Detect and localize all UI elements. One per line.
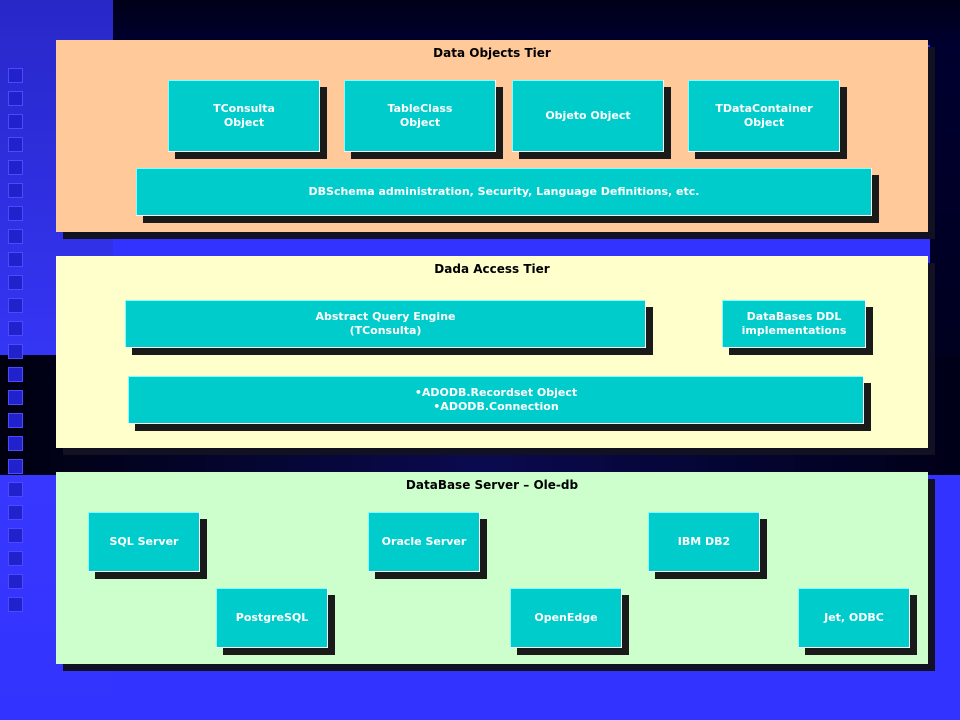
dbschema-admin-box: DBSchema administration, Security, Langu…	[136, 168, 872, 216]
data-access-tier: Dada Access Tier Abstract Query Engine (…	[56, 256, 928, 448]
objeto-object-box: Objeto Object	[512, 80, 664, 152]
ddl-implementations-box: DataBases DDL implementations	[722, 300, 866, 348]
tconsulta-object-box: TConsulta Object	[168, 80, 320, 152]
ibm-db2-box: IBM DB2	[648, 512, 760, 572]
database-server-tier: DataBase Server – Ole-db SQL Server Orac…	[56, 472, 928, 664]
tier-title: Data Objects Tier	[433, 46, 551, 60]
postgresql-box: PostgreSQL	[216, 588, 328, 648]
adodb-box: •ADODB.Recordset Object •ADODB.Connectio…	[128, 376, 864, 424]
tdatacontainer-object-box: TDataContainer Object	[688, 80, 840, 152]
data-objects-tier: Data Objects Tier TConsulta Object Table…	[56, 40, 928, 232]
oracle-server-box: Oracle Server	[368, 512, 480, 572]
jet-odbc-box: Jet, ODBC	[798, 588, 910, 648]
openedge-box: OpenEdge	[510, 588, 622, 648]
tier-title: DataBase Server – Ole-db	[405, 478, 579, 492]
background-top	[113, 0, 960, 45]
query-engine-box: Abstract Query Engine (TConsulta)	[125, 300, 646, 348]
tableclass-object-box: TableClass Object	[344, 80, 496, 152]
tier-title: Dada Access Tier	[434, 262, 550, 276]
sql-server-box: SQL Server	[88, 512, 200, 572]
decorative-squares	[8, 68, 24, 620]
